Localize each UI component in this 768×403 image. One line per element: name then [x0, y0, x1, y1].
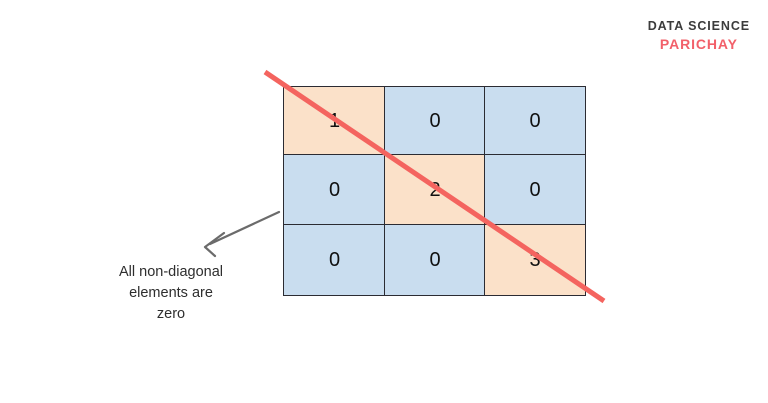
matrix-grid: 1 0 0 0 2 0 0 0 3: [283, 86, 586, 296]
matrix-cell-r3c1: 0: [283, 224, 386, 296]
arrow-head: [203, 231, 226, 258]
matrix-cell-value: 1: [328, 109, 341, 132]
brand-line-primary: DATA SCIENCE: [647, 19, 750, 33]
matrix-cell-value: 0: [328, 178, 341, 201]
caption-line-3: zero: [156, 306, 186, 322]
matrix-cell-value: 3: [529, 248, 541, 271]
caption-line-2: elements are: [129, 285, 213, 301]
matrix-cell-value: 0: [429, 109, 441, 132]
matrix-cell-value: 0: [529, 178, 541, 201]
matrix-cell-r3c3: 3: [484, 224, 586, 296]
caption-line-1: All non-diagonal: [119, 264, 223, 280]
matrix-cell-r2c3: 0: [484, 154, 586, 226]
matrix-cell-r3c2: 0: [384, 224, 486, 296]
matrix-cell-value: 0: [328, 248, 341, 271]
annotation-caption: All non-diagonal elements are zero: [95, 262, 247, 325]
matrix-cell-value: 2: [429, 178, 441, 201]
brand-logo: DATA SCIENCE PARICHAY: [648, 18, 750, 54]
arrow-shaft: [208, 210, 281, 246]
matrix-cell-r1c2: 0: [384, 86, 486, 156]
matrix-cell-r2c2: 2: [384, 154, 486, 226]
matrix-cell-r2c1: 0: [283, 154, 386, 226]
matrix-cell-value: 0: [429, 248, 441, 271]
matrix-cell-r1c3: 0: [484, 86, 586, 156]
brand-line-secondary: PARICHAY: [659, 35, 738, 52]
matrix-cell-r1c1: 1: [283, 86, 386, 156]
matrix-cell-value: 0: [529, 109, 541, 132]
